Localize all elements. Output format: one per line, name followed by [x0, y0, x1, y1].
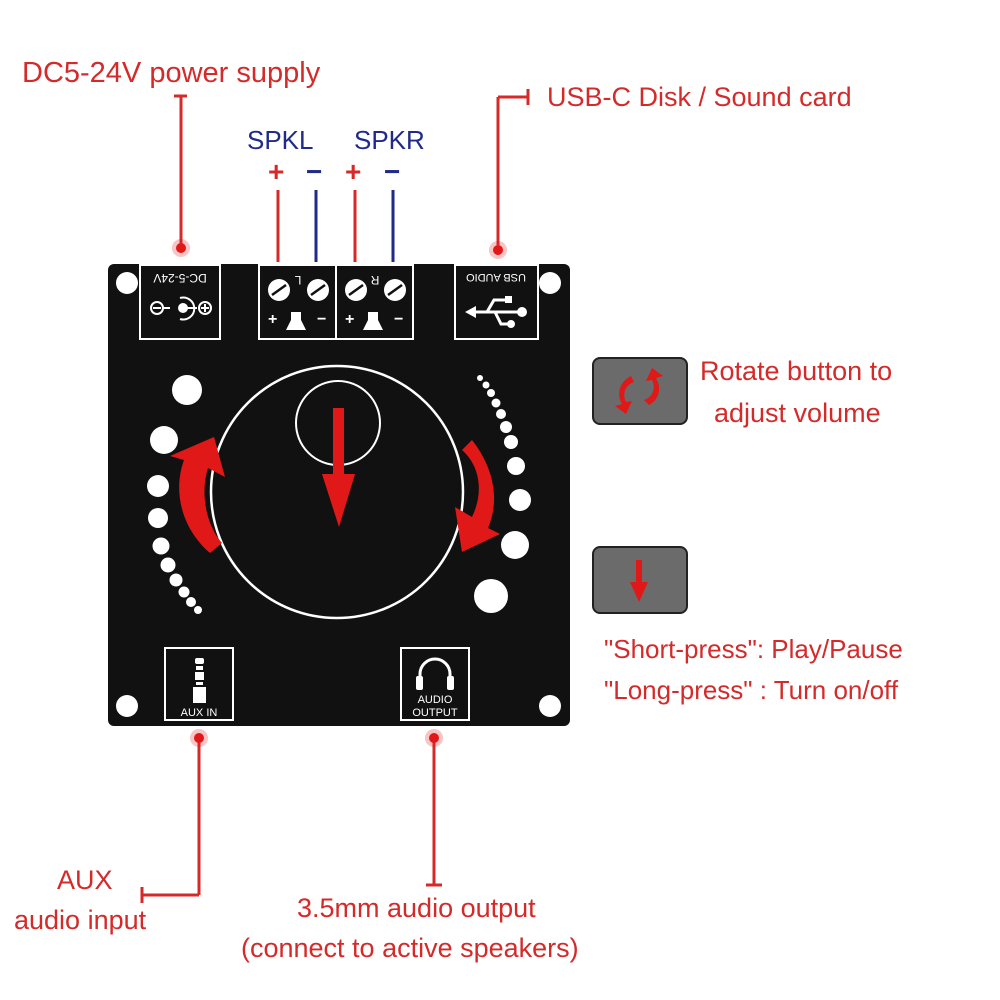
audio-output-label-line1-board: AUDIO [418, 694, 453, 706]
audio-output-connector-dot [429, 733, 439, 743]
aux-label-line1: AUX [57, 865, 113, 895]
speaker-icon: + − [268, 311, 326, 330]
speaker-terminal-block[interactable]: L R + − + − [258, 264, 414, 340]
volume-led-right [474, 375, 531, 613]
audio-output-label-line1: 3.5mm audio output [297, 893, 536, 923]
mounting-hole [116, 272, 138, 294]
short-press-label: "Short-press": Play/Pause [604, 634, 903, 664]
rotate-label-line1: Rotate button to [700, 356, 893, 386]
svg-text:−: − [394, 311, 403, 328]
press-down-icon [630, 560, 648, 602]
long-press-label: "Long-press" : Turn on/off [604, 675, 899, 705]
terminal-screw[interactable] [268, 279, 290, 301]
aux-connector-dot-halo [190, 729, 208, 747]
rotate-button[interactable] [592, 357, 688, 425]
power-leader-line [174, 94, 187, 245]
power-connector-dot [176, 243, 186, 253]
rotate-left-arrow [170, 437, 225, 553]
aux-connector-dot [194, 733, 204, 743]
svg-text:+: + [345, 311, 354, 328]
speaker-wires [276, 190, 395, 262]
power-connector-dot-halo [172, 239, 190, 257]
audio-output-leader-line [426, 740, 442, 887]
spkl-plus-label: + [268, 156, 285, 187]
dc-jack-icon [150, 296, 212, 321]
rotate-right-arrow [455, 440, 500, 552]
usb-audio-port[interactable]: USB AUDIO [454, 264, 539, 340]
rotate-icon [615, 368, 663, 414]
usb-connector-dot-halo [489, 241, 507, 259]
aux-leader-line [140, 740, 201, 903]
volume-led-left [147, 375, 202, 614]
power-supply-label: DC5-24V power supply [22, 57, 321, 89]
speaker-icon: + − [345, 311, 403, 330]
mounting-hole [539, 695, 561, 717]
usb-leader-line [496, 89, 530, 245]
press-down-arrow [322, 408, 355, 527]
spkl-minus-label: − [306, 156, 323, 187]
usb-connector-dot [493, 245, 503, 255]
headphones-icon [416, 657, 454, 690]
aux-label-line2: audio input [14, 905, 147, 935]
press-button[interactable] [592, 546, 688, 614]
terminal-screw[interactable] [307, 279, 329, 301]
usb-label: USB-C Disk / Sound card [547, 82, 852, 112]
right-channel-label: R [370, 273, 379, 287]
svg-text:−: − [317, 311, 326, 328]
mounting-hole [116, 695, 138, 717]
spkr-minus-label: − [384, 156, 401, 187]
aux-in-port[interactable]: AUX IN [164, 647, 234, 721]
terminal-screw[interactable] [345, 279, 367, 301]
aux-in-label: AUX IN [181, 707, 218, 719]
left-channel-label: L [294, 273, 301, 287]
volume-knob[interactable] [209, 364, 465, 620]
dc-port-label: DC-5-24V [153, 271, 206, 285]
usb-port-label: USB AUDIO [466, 271, 526, 283]
rotate-label-line2: adjust volume [714, 398, 881, 428]
spkl-label: SPKL [247, 125, 314, 155]
audio-output-connector-dot-halo [425, 729, 443, 747]
mounting-hole [539, 272, 561, 294]
svg-text:+: + [268, 311, 277, 328]
audio-output-port[interactable]: AUDIO OUTPUT [400, 647, 470, 721]
dc-power-port[interactable]: DC-5-24V [139, 264, 221, 340]
terminal-screw[interactable] [384, 279, 406, 301]
audio-output-label-line2: (connect to active speakers) [241, 933, 579, 963]
audio-jack-icon [193, 658, 206, 703]
usb-icon [465, 296, 527, 328]
audio-output-label-line2-board: OUTPUT [412, 707, 458, 719]
spkr-plus-label: + [345, 156, 362, 187]
spkr-label: SPKR [354, 125, 425, 155]
